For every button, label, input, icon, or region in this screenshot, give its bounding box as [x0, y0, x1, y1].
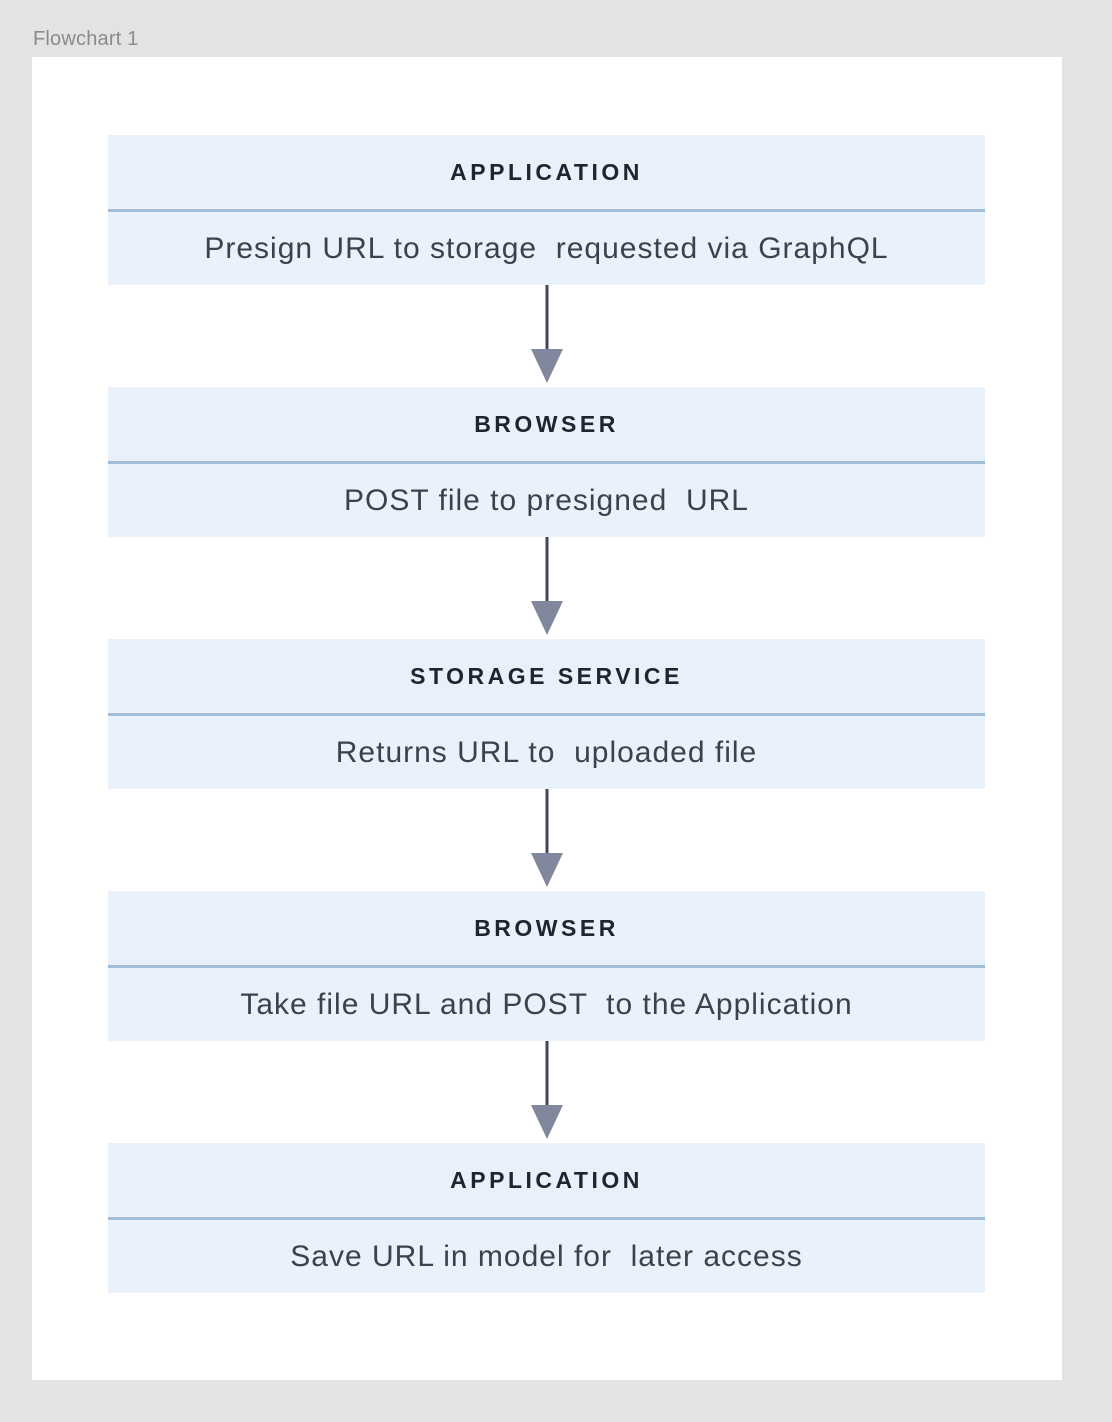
arrow-down-icon — [530, 789, 563, 887]
flow-node-application-1: APPLICATION Presign URL to storage reque… — [108, 135, 985, 285]
node-divider — [108, 209, 985, 212]
arrow-down-icon — [530, 537, 563, 635]
arrow-down-icon — [530, 1041, 563, 1139]
flow-edge-1 — [108, 285, 985, 387]
flow-node-title: APPLICATION — [108, 1143, 985, 1217]
flowchart-canvas: APPLICATION Presign URL to storage reque… — [32, 57, 1062, 1380]
flow-node-title: BROWSER — [108, 891, 985, 965]
flowchart-title: Flowchart 1 — [33, 28, 139, 50]
flow-node-description: Save URL in model for later access — [108, 1220, 985, 1293]
flow-edge-3 — [108, 789, 985, 891]
flow-node-description: Presign URL to storage requested via Gra… — [108, 212, 985, 285]
flow-node-application-2: APPLICATION Save URL in model for later … — [108, 1143, 985, 1293]
flow-node-description: Returns URL to uploaded file — [108, 716, 985, 789]
flow-node-browser-2: BROWSER Take file URL and POST to the Ap… — [108, 891, 985, 1041]
flow-node-title: APPLICATION — [108, 135, 985, 209]
arrow-down-icon — [530, 285, 563, 383]
flow-node-description: POST file to presigned URL — [108, 464, 985, 537]
flow-node-title: STORAGE SERVICE — [108, 639, 985, 713]
flowchart: APPLICATION Presign URL to storage reque… — [108, 135, 985, 1293]
node-divider — [108, 713, 985, 716]
flow-edge-2 — [108, 537, 985, 639]
node-divider — [108, 1217, 985, 1220]
flow-node-storage-service: STORAGE SERVICE Returns URL to uploaded … — [108, 639, 985, 789]
flow-edge-4 — [108, 1041, 985, 1143]
flow-node-browser-1: BROWSER POST file to presigned URL — [108, 387, 985, 537]
node-divider — [108, 461, 985, 464]
node-divider — [108, 965, 985, 968]
flow-node-title: BROWSER — [108, 387, 985, 461]
flow-node-description: Take file URL and POST to the Applicatio… — [108, 968, 985, 1041]
